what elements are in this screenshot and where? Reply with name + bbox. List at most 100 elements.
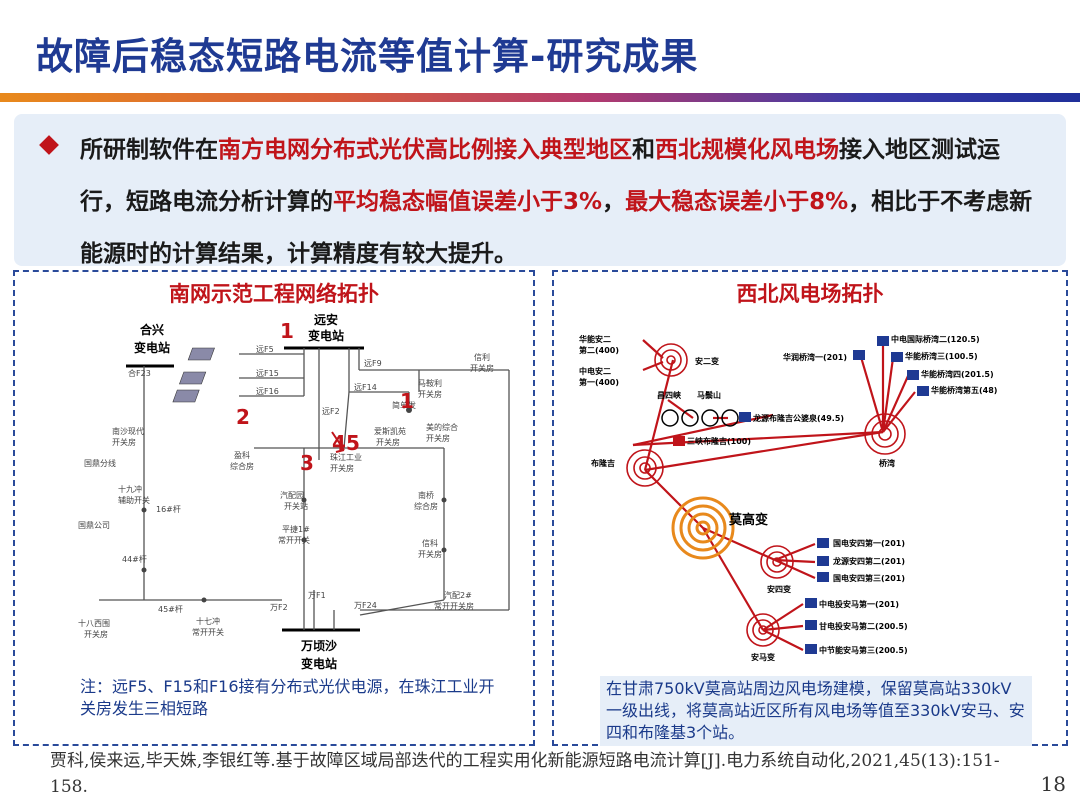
label-aner: 安二变 bbox=[695, 356, 719, 366]
label-aisi: 爱斯凯苑 bbox=[374, 426, 406, 436]
label-yuanf16: 远F16 bbox=[256, 387, 279, 396]
label-xinke: 信科 bbox=[422, 538, 438, 548]
left-panel-note: 注：远F5、F15和F16接有分布式光伏电源，在珠江工业开关房发生三相短路 bbox=[80, 677, 495, 718]
label-ansi: 安四变 bbox=[767, 584, 791, 594]
right-panel-title: 西北风电场拓扑 bbox=[736, 282, 884, 306]
label-anma: 安马变 bbox=[751, 652, 775, 662]
bullet-seg-1: 所研制软件在 bbox=[80, 137, 218, 163]
label-yingchuang: 盈科 bbox=[234, 450, 250, 460]
page-number: 18 bbox=[1040, 772, 1066, 796]
label-gdam2: 甘电投安马第二(200.5) bbox=[819, 621, 908, 631]
label-shijiuchong: 十九冲 bbox=[118, 484, 142, 494]
bullet-seg-2: 南方电网分布式光伏高比例接入典型地区 bbox=[218, 137, 632, 163]
label-xinli-2: 开关房 bbox=[470, 363, 494, 373]
marker-5: 5 bbox=[346, 431, 360, 455]
label-xinli: 信利 bbox=[474, 352, 490, 362]
bullet-seg-9: ，相比于不考虑新能源时的计算结果，计算精度有较大提升。 bbox=[80, 189, 1033, 267]
label-qipei2-2: 常开开关房 bbox=[434, 601, 474, 611]
label-yingchuang-2: 综合房 bbox=[230, 461, 254, 471]
label-zhujiang-2: 开关房 bbox=[330, 463, 354, 473]
label-wanf24: 万F24 bbox=[354, 601, 377, 610]
label-gdas3: 国电安四第三(201) bbox=[833, 573, 905, 583]
label-hnqw5: 华能桥湾第五(48) bbox=[931, 385, 997, 395]
marker-3: 3 bbox=[300, 451, 314, 475]
hexing-label: 合兴 bbox=[140, 322, 164, 337]
label-zhujiang: 珠江工业 bbox=[330, 452, 362, 462]
label-nanqiao: 南桥 bbox=[418, 490, 434, 500]
marker-1-b: 1 bbox=[400, 389, 414, 413]
label-qichelu-2: 开关站 bbox=[284, 501, 308, 511]
label-mazhaoli: 马鞍利 bbox=[418, 378, 442, 388]
label-yuanf9: 远F9 bbox=[364, 359, 382, 368]
label-hnqw4: 华能桥湾四(201.5) bbox=[921, 369, 994, 379]
marker-1: 1 bbox=[280, 319, 294, 343]
yuanan-label-2: 变电站 bbox=[308, 328, 344, 343]
label-changsi: 昌四峡 bbox=[657, 390, 682, 400]
label-shiqichong-2: 常开开关 bbox=[192, 627, 224, 637]
northwest-wind-topology-diagram: 华能安二 第二(400) 中电安二 第一(400) 安二变 昌四峡 马鬃山 龙源… bbox=[579, 334, 997, 662]
right-topology-panel: 西北风电场拓扑 bbox=[552, 270, 1068, 746]
bullet-seg-4: 西北规模化风电场 bbox=[655, 137, 839, 163]
wanqingsha-label: 万顷沙 bbox=[300, 639, 337, 653]
bullet-text: 所研制软件在南方电网分布式光伏高比例接入典型地区和西北规模化风电场接入地区测试运… bbox=[80, 124, 1045, 280]
label-xinke-2: 开关房 bbox=[418, 549, 442, 559]
bullet-box bbox=[14, 114, 1066, 266]
label-mogao: 莫高变 bbox=[728, 512, 768, 528]
label-shibaxiwei: 十八西围 bbox=[78, 618, 110, 628]
label-bulongji: 布隆吉 bbox=[590, 458, 615, 468]
bullet-seg-7: ， bbox=[602, 189, 626, 215]
label-qipei2: 汽配2# bbox=[444, 590, 472, 600]
label-gdas1: 国电安四第一(201) bbox=[833, 538, 905, 548]
label-longyuan: 龙源布隆吉公婆泉(49.5) bbox=[752, 413, 844, 423]
label-zjam3: 中节能安马第三(200.5) bbox=[819, 645, 908, 655]
label-yuanf14: 远F14 bbox=[354, 383, 377, 392]
bullet-seg-6: 平均稳态幅值误差小于3% bbox=[333, 189, 603, 215]
bullet-seg-3: 和 bbox=[632, 137, 655, 163]
label-shijiuchong-2: 辅助开关 bbox=[118, 495, 150, 505]
label-wanf1: 万F1 bbox=[308, 591, 326, 600]
label-meidi-2: 开关房 bbox=[426, 433, 450, 443]
title-gradient-bar bbox=[0, 93, 1080, 102]
label-mamashan: 马鬃山 bbox=[697, 390, 721, 400]
left-topology-panel: 南网示范工程网络拓扑 bbox=[13, 270, 535, 746]
label-hnqw3: 华能桥湾三(100.5) bbox=[905, 351, 978, 361]
label-hqw1: 华润桥湾一(201) bbox=[783, 352, 847, 362]
label-44: 44#杆 bbox=[122, 554, 147, 564]
label-zdan2: 中电安二 bbox=[579, 366, 611, 376]
label-yuanf5: 远F5 bbox=[256, 345, 274, 354]
marker-4: 4 bbox=[332, 431, 346, 455]
mogao-rings bbox=[671, 496, 735, 560]
yuanan-label: 远安 bbox=[314, 312, 338, 327]
label-hef23: 合F23 bbox=[128, 368, 151, 378]
label-45: 45#杆 bbox=[158, 604, 183, 614]
label-zdam1: 中电投安马第一(201) bbox=[819, 599, 899, 609]
label-qiaojian: 简单发 bbox=[392, 400, 416, 410]
label-yuanf15: 远F15 bbox=[256, 369, 279, 378]
bullet-seg-5: 接入地区测试运行，短路电流分析计算的 bbox=[80, 137, 1000, 215]
label-lyas2: 龙源安四第二(201) bbox=[832, 556, 905, 566]
label-guoding-co: 国鼎公司 bbox=[78, 521, 110, 530]
reference-citation: 贾科,侯来运,毕天姝,李银红等.基于故障区域局部迭代的工程实用化新能源短路电流计… bbox=[50, 751, 1000, 797]
label-zdan2-b: 第一(400) bbox=[579, 377, 619, 387]
wind-farm-generator-icons bbox=[673, 336, 929, 654]
bullet-seg-8: 最大稳态误差小于8% bbox=[625, 189, 849, 215]
label-qiaowan: 桥湾 bbox=[879, 458, 895, 468]
left-panel-title: 南网示范工程网络拓扑 bbox=[169, 282, 379, 306]
label-nanqiao-2: 综合房 bbox=[414, 501, 438, 511]
label-pingsheng-2: 常开开关 bbox=[278, 535, 310, 545]
label-guoding: 国鼎分线 bbox=[84, 458, 116, 468]
substation-rings bbox=[626, 343, 906, 647]
label-zdgj: 中电国际桥湾二(120.5) bbox=[891, 334, 980, 344]
page-title: 故障后稳态短路电流等值计算-研究成果 bbox=[36, 35, 699, 78]
label-aisi-2: 开关房 bbox=[376, 437, 400, 447]
right-panel-note: 在甘肃750kV莫高站周边风电场建模，保留莫高站330kV一级出线，将莫高站近区… bbox=[600, 676, 1032, 746]
hexing-label-2: 变电站 bbox=[134, 340, 170, 355]
label-nansha: 南沙现代 bbox=[112, 426, 144, 436]
label-shiqichong: 十七冲 bbox=[196, 616, 220, 626]
label-sanxia: 三峡布隆吉(100) bbox=[687, 436, 751, 446]
marker-2: 2 bbox=[236, 405, 250, 429]
label-mazhaoli-2: 开关房 bbox=[418, 389, 442, 399]
label-meidi: 美的综合 bbox=[426, 422, 458, 432]
label-hnan2-b: 第二(400) bbox=[579, 345, 619, 355]
label-qichelu: 汽配园 bbox=[280, 490, 304, 500]
